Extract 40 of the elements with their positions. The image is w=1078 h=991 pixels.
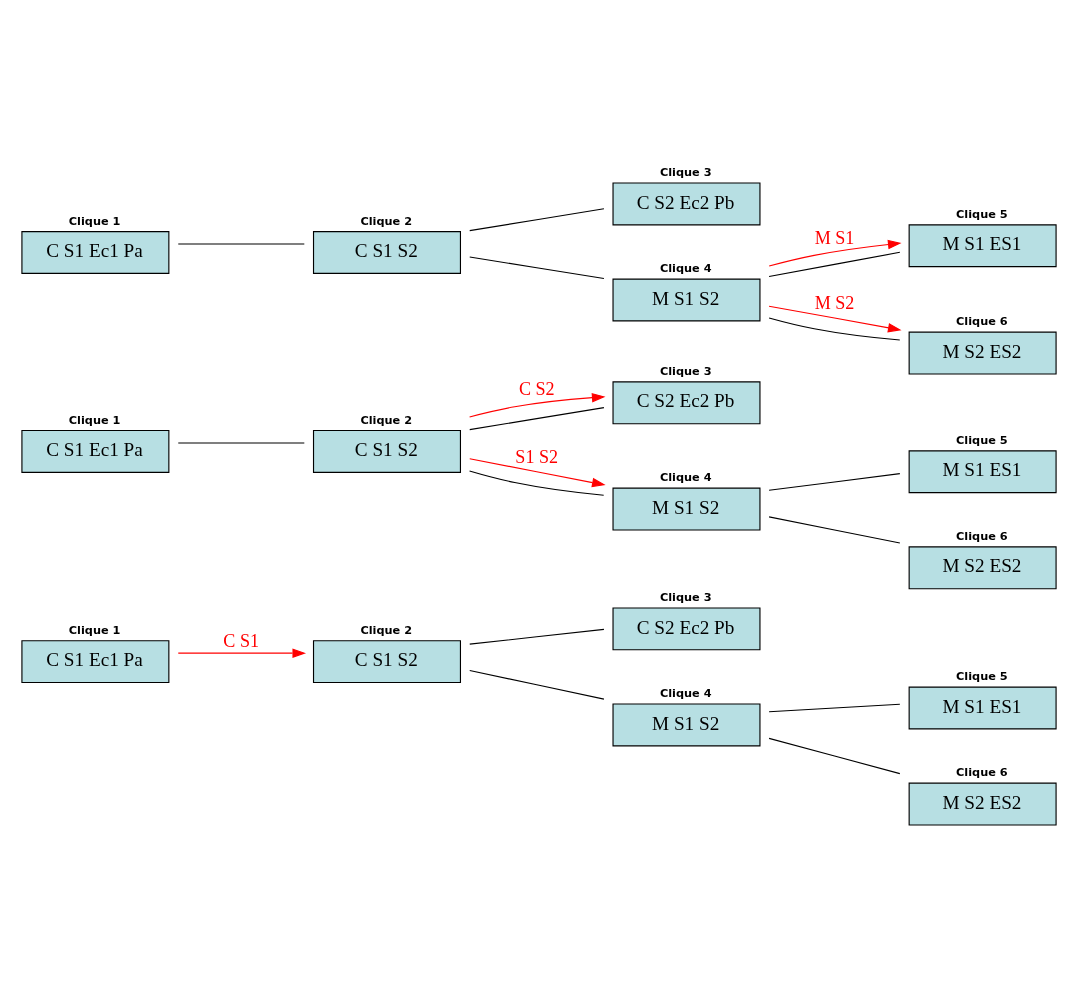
node-label: Clique 6 (956, 315, 1008, 329)
node-label: Clique 3 (659, 591, 712, 605)
edge-label: M S1 (814, 227, 855, 248)
edge-label: S1 S2 (515, 447, 559, 468)
node-label: Clique 6 (956, 766, 1008, 780)
node-label: Clique 6 (956, 530, 1008, 544)
node-label: Clique 3 (659, 166, 712, 180)
node-label: Clique 1 (68, 623, 121, 637)
connector (768, 516, 901, 544)
connector (469, 470, 605, 496)
connector (768, 703, 901, 713)
node-label: Clique 1 (68, 214, 121, 228)
node-label: Clique 2 (360, 623, 413, 637)
connector (469, 208, 605, 232)
connector (768, 473, 901, 491)
node-label: Clique 2 (360, 413, 413, 427)
node-label: Clique 5 (956, 670, 1008, 684)
connector (469, 256, 605, 280)
arrow (768, 239, 902, 267)
edge-label: C S2 (518, 379, 555, 400)
connector (768, 317, 901, 341)
node-label: Clique 5 (956, 434, 1008, 448)
arrow (469, 392, 606, 418)
arrow (768, 305, 902, 333)
node-label: Clique 2 (360, 214, 413, 228)
connector (469, 628, 605, 645)
node-label: Clique 1 (68, 413, 121, 427)
connector (469, 407, 605, 431)
node-label: Clique 4 (659, 471, 712, 485)
node-label: Clique 4 (659, 262, 712, 276)
edge-label: M S2 (814, 293, 855, 314)
node-label: Clique 3 (659, 365, 712, 379)
connector (768, 251, 901, 277)
connector (768, 737, 901, 775)
node-label: Clique 5 (956, 208, 1008, 222)
node-label: Clique 4 (659, 687, 712, 701)
edge-label: C S1 (223, 631, 260, 652)
arrow (469, 458, 606, 488)
arrow (177, 648, 307, 658)
connector (469, 670, 605, 700)
